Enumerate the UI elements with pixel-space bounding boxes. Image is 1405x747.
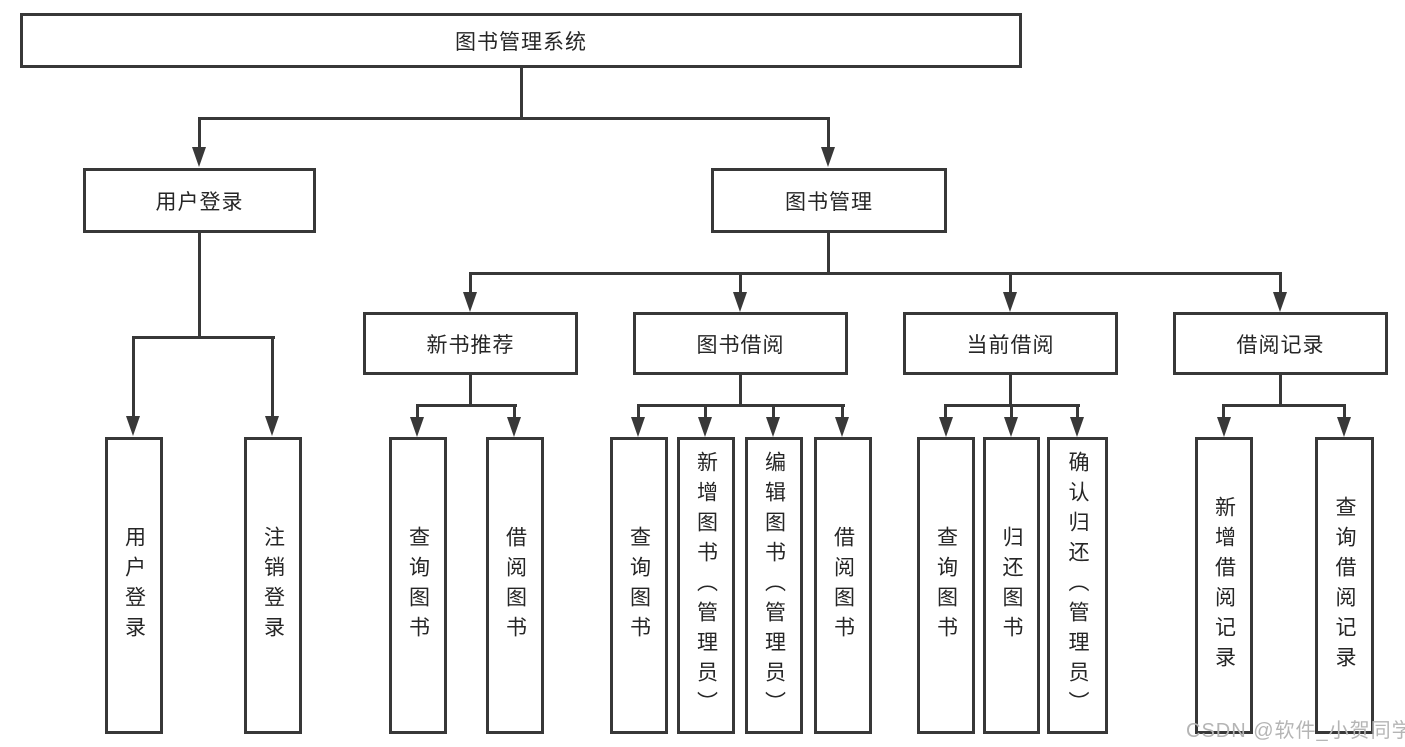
connector-root-drop-left	[198, 117, 201, 149]
node-label: 用户登录	[155, 190, 244, 214]
connector-drop	[1076, 404, 1079, 419]
arrowhead-down-icon	[463, 292, 477, 312]
connector-root-stub	[520, 66, 523, 119]
connector-drop	[1222, 404, 1225, 419]
leaf-edit-book-admin: 编辑图书（管理员）	[745, 437, 803, 734]
leaf-borrow-books-recommend: 借阅图书	[486, 437, 544, 734]
connector-drop	[1279, 272, 1282, 294]
node-label: 查询图书	[627, 525, 651, 646]
leaf-query-books-recommend: 查询图书	[389, 437, 447, 734]
connector-drop	[271, 336, 274, 418]
connector-drop	[1343, 404, 1346, 419]
connector-drop	[841, 404, 844, 419]
watermark-text: CSDN @软件_小贺同学	[1186, 720, 1405, 742]
arrowhead-down-icon	[821, 147, 835, 167]
node-book-borrowing: 图书借阅	[633, 312, 848, 375]
node-label: 注销登录	[261, 525, 285, 646]
node-label: 图书借阅	[696, 333, 785, 357]
connector-stub	[1279, 373, 1282, 407]
arrowhead-down-icon	[1004, 417, 1018, 437]
arrowhead-down-icon	[192, 147, 206, 167]
connector-drop	[637, 404, 640, 419]
arrowhead-down-icon	[1003, 292, 1017, 312]
node-label: 借阅图书	[831, 525, 855, 646]
connector-stub	[469, 373, 472, 407]
arrowhead-down-icon	[1337, 417, 1351, 437]
node-borrowing-records: 借阅记录	[1173, 312, 1388, 375]
node-label: 归还图书	[1000, 525, 1023, 646]
connector-drop	[132, 336, 135, 418]
connector-book-management-stub	[827, 231, 830, 275]
arrowhead-down-icon	[507, 417, 521, 437]
leaf-user-login: 用户登录	[105, 437, 163, 734]
node-label: 用户登录	[122, 525, 146, 646]
arrowhead-down-icon	[410, 417, 424, 437]
connector-drop	[513, 404, 516, 419]
connector-stub	[739, 373, 742, 407]
arrowhead-down-icon	[265, 416, 279, 436]
connector-user-login-stub	[198, 231, 201, 338]
leaf-add-book-admin: 新增图书（管理员）	[677, 437, 735, 734]
arrowhead-down-icon	[733, 292, 747, 312]
arrowhead-down-icon	[126, 416, 140, 436]
node-label: 图书管理系统	[455, 30, 587, 54]
node-label: 查询图书	[934, 525, 958, 646]
arrowhead-down-icon	[1070, 417, 1084, 437]
node-label: 新增借阅记录	[1212, 495, 1236, 676]
node-book-management: 图书管理	[711, 168, 947, 233]
leaf-query-books-current: 查询图书	[917, 437, 975, 734]
node-current-borrowing: 当前借阅	[903, 312, 1118, 375]
connector-stub	[1009, 373, 1012, 407]
node-label: 借阅图书	[503, 525, 527, 646]
connector-bus	[416, 404, 517, 407]
node-label: 确认归还（管理员）	[1066, 450, 1089, 721]
arrowhead-down-icon	[631, 417, 645, 437]
node-new-book-recommendation: 新书推荐	[363, 312, 578, 375]
connector-drop	[944, 404, 947, 419]
node-label: 新书推荐	[426, 333, 515, 357]
arrowhead-down-icon	[766, 417, 780, 437]
arrowhead-down-icon	[835, 417, 849, 437]
leaf-borrow-books-borrowing: 借阅图书	[814, 437, 872, 734]
arrowhead-down-icon	[1217, 417, 1231, 437]
leaf-confirm-return-admin: 确认归还（管理员）	[1047, 437, 1108, 734]
leaf-query-books-borrowing: 查询图书	[610, 437, 668, 734]
arrowhead-down-icon	[698, 417, 712, 437]
node-label: 查询图书	[406, 525, 430, 646]
node-label: 图书管理	[785, 190, 873, 214]
node-label: 查询借阅记录	[1333, 495, 1356, 676]
node-label: 编辑图书（管理员）	[762, 450, 786, 721]
leaf-add-borrow-record: 新增借阅记录	[1195, 437, 1253, 734]
leaf-logout: 注销登录	[244, 437, 302, 734]
connector-drop	[704, 404, 707, 419]
leaf-return-books: 归还图书	[983, 437, 1040, 734]
connector-drop	[739, 272, 742, 294]
arrowhead-down-icon	[939, 417, 953, 437]
leaf-query-borrow-record: 查询借阅记录	[1315, 437, 1374, 734]
connector-root-bus	[198, 117, 830, 120]
connector-drop	[469, 272, 472, 294]
node-user-login: 用户登录	[83, 168, 316, 233]
connector-drop	[772, 404, 775, 419]
connector-drop	[416, 404, 419, 419]
connector-bus	[1222, 404, 1346, 407]
connector-root-drop-right	[827, 117, 830, 149]
node-library-management-system: 图书管理系统	[20, 13, 1022, 68]
connector-book-management-bus	[469, 272, 1281, 275]
node-label: 当前借阅	[966, 333, 1055, 357]
node-label: 借阅记录	[1236, 333, 1325, 357]
connector-drop	[1010, 404, 1013, 419]
connector-bus	[637, 404, 845, 407]
connector-drop	[1009, 272, 1012, 294]
arrowhead-down-icon	[1273, 292, 1287, 312]
node-label: 新增图书（管理员）	[694, 450, 718, 721]
connector-user-login-bus	[132, 336, 275, 339]
